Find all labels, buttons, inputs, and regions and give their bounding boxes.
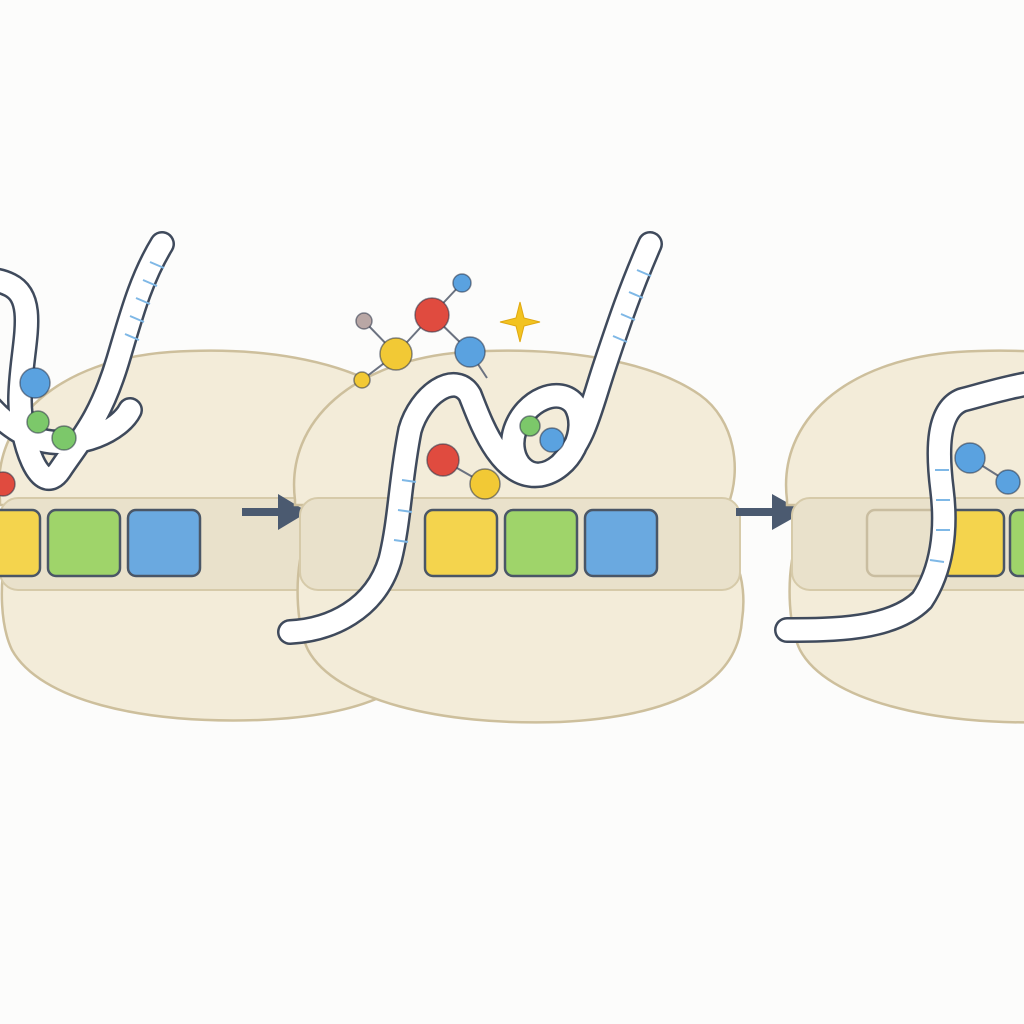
stage-3 (774, 349, 1024, 724)
codon-yellow (423, 508, 499, 578)
anticodon-pair (519, 415, 565, 453)
trna-strand (0, 231, 175, 491)
codon-green (46, 508, 122, 578)
codon-yellow (0, 508, 42, 578)
molecule-icon (414, 297, 450, 333)
trna-strand-main (277, 231, 663, 645)
yellow-atom-icon (353, 371, 371, 389)
sparkle-icon (499, 301, 541, 343)
blue-atom-icon (452, 273, 472, 293)
blue-atom-icon (19, 367, 51, 399)
gray-atom-icon (355, 312, 373, 330)
arrow-right-icon (736, 494, 804, 530)
arrow-right-icon (242, 494, 308, 530)
anticodon-loop (0, 367, 77, 497)
red-atom-icon (0, 471, 16, 497)
blue-atom-pair-icon (954, 442, 1021, 495)
yellow-atom-icon (379, 337, 413, 371)
green-atom-icon (26, 410, 50, 434)
trna-strand-main (774, 371, 1024, 643)
codon-row (423, 508, 659, 578)
blue-atom-icon (454, 336, 486, 368)
red-yellow-dimer-icon (426, 443, 501, 500)
codon-green (503, 508, 579, 578)
green-atom-icon (51, 425, 77, 451)
codon-green (1008, 508, 1024, 578)
codon-blue (126, 508, 202, 578)
stage-2 (277, 231, 745, 724)
peptide-molecule (353, 273, 488, 389)
codon-blue (583, 508, 659, 578)
codon-row (0, 508, 202, 578)
